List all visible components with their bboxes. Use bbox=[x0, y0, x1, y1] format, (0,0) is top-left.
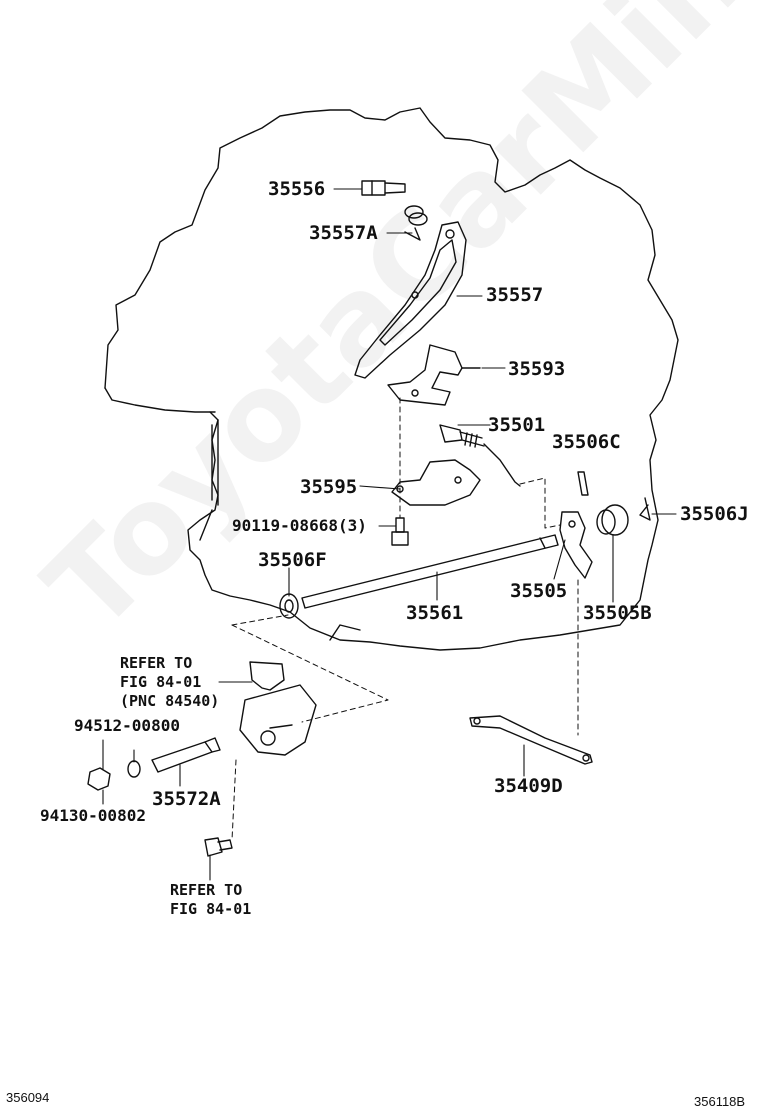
bolt-35556 bbox=[361, 180, 406, 196]
rod-35572A bbox=[151, 737, 221, 773]
link-35409D bbox=[469, 715, 593, 765]
footer-left-code: 356094 bbox=[6, 1090, 50, 1105]
transmission-housing-outline bbox=[104, 107, 679, 651]
part-label-35572A: 35572A bbox=[152, 788, 221, 810]
part-label-90119: 90119-08668(3) bbox=[232, 516, 367, 535]
bracket-35595 bbox=[391, 459, 481, 506]
part-label-35505: 35505 bbox=[510, 580, 568, 602]
shaft-35501 bbox=[439, 424, 521, 487]
part-label-35557A: 35557A bbox=[309, 222, 378, 244]
part-label-35557: 35557 bbox=[486, 284, 544, 306]
refer-top-line2: FIG 84-01 bbox=[120, 673, 202, 691]
part-label-35409D: 35409D bbox=[494, 775, 563, 797]
part-label-35556: 35556 bbox=[268, 178, 326, 200]
refer-top-line3: (PNC 84540) bbox=[120, 692, 220, 710]
refer-top-line1: REFER TO bbox=[120, 654, 193, 672]
part-label-94512: 94512-00800 bbox=[74, 716, 180, 735]
lever-35557 bbox=[354, 221, 467, 379]
bolt-refer-fig bbox=[204, 837, 233, 857]
housing-inner-edge bbox=[104, 387, 216, 413]
pin-35506C bbox=[577, 471, 589, 496]
part-label-35505B: 35505B bbox=[583, 602, 652, 624]
refer-bottom-line2: FIG 84-01 bbox=[170, 900, 252, 918]
part-label-35506C: 35506C bbox=[552, 431, 621, 453]
footer-right-code: 356118B bbox=[694, 1094, 746, 1109]
part-label-35561: 35561 bbox=[406, 602, 464, 624]
dashed-guides bbox=[231, 397, 579, 841]
part-label-35506F: 35506F bbox=[258, 549, 327, 571]
part-label-94130: 94130-00802 bbox=[40, 806, 146, 825]
part-label-35595: 35595 bbox=[300, 476, 358, 498]
housing-flange bbox=[211, 419, 219, 506]
spring-35557A bbox=[404, 205, 428, 241]
clip-35506J bbox=[639, 497, 651, 521]
housing-lower-detail bbox=[199, 509, 361, 641]
plate-35505 bbox=[559, 511, 593, 579]
seal-35506F bbox=[279, 593, 299, 619]
leader-lines bbox=[102, 188, 677, 881]
bracket-35593 bbox=[387, 344, 481, 406]
part-label-35501: 35501 bbox=[488, 414, 546, 436]
part-label-35593: 35593 bbox=[508, 358, 566, 380]
bushing-35505B bbox=[596, 504, 629, 536]
washer-94512 bbox=[127, 760, 141, 778]
part-label-35506J: 35506J bbox=[680, 503, 749, 525]
refer-bottom-line1: REFER TO bbox=[170, 881, 243, 899]
neutral-switch-assembly bbox=[239, 661, 317, 756]
nut-94130 bbox=[87, 767, 111, 791]
shaft-35561 bbox=[301, 534, 559, 609]
bolt-90119 bbox=[391, 517, 409, 546]
